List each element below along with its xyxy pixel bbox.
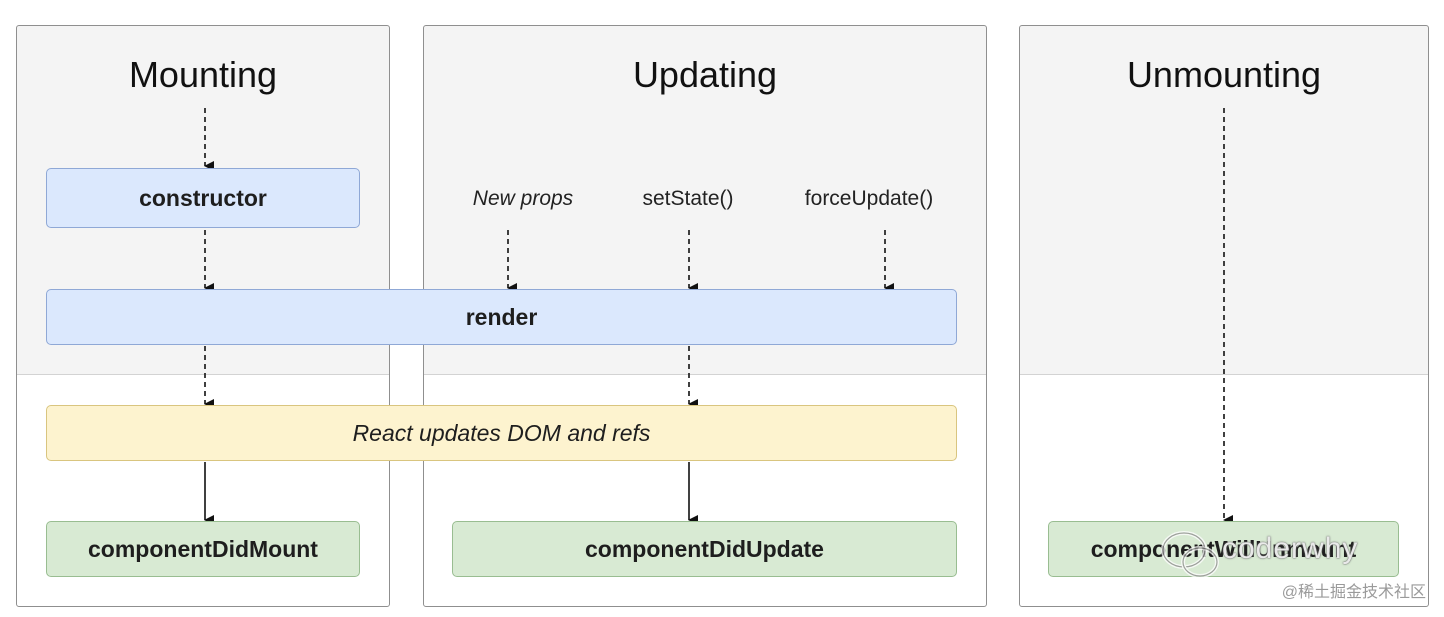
react-updates-dom-box: React updates DOM and refs [46, 405, 957, 461]
wechat-logo-icon [1161, 531, 1219, 578]
watermark-site: @稀土掘金技术社区 [1281, 584, 1426, 601]
mounting-title: Mounting [128, 54, 278, 95]
trigger-new-props: New props [472, 187, 574, 210]
component-did-mount-box: componentDidMount [46, 521, 360, 577]
trigger-force-update: forceUpdate() [804, 187, 934, 210]
render-box: render [46, 289, 957, 345]
watermark-account: coderwhy [1222, 532, 1359, 565]
updating-title: Updating [632, 54, 778, 95]
component-will-unmount-box: componentWillUnmount [1048, 521, 1399, 577]
trigger-set-state: setState() [642, 187, 734, 210]
unmounting-title: Unmounting [1126, 54, 1322, 95]
constructor-box: constructor [46, 168, 360, 228]
component-did-update-box: componentDidUpdate [452, 521, 957, 577]
